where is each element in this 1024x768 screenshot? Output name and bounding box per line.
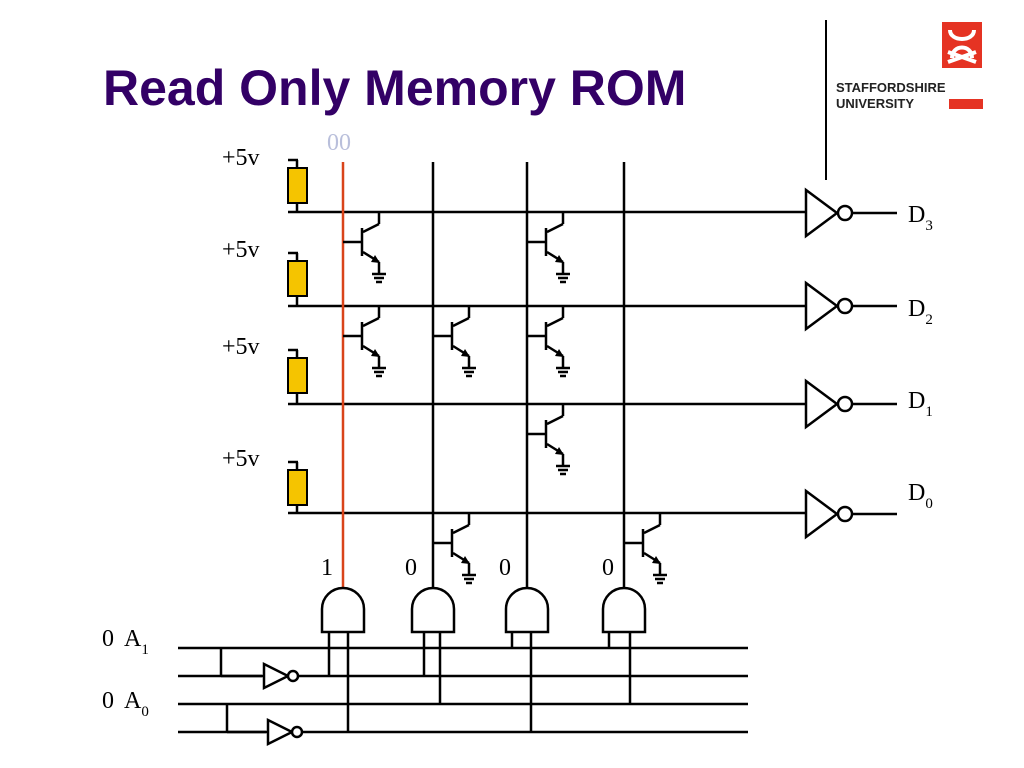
inverter-body xyxy=(262,661,291,691)
output-label-d2: D2 xyxy=(908,296,933,328)
supply-label-1: +5v xyxy=(222,334,260,360)
inverter-bubble xyxy=(286,669,300,683)
resistor-body xyxy=(287,167,308,204)
transistor-3 xyxy=(433,306,476,378)
output-label-d0: D0 xyxy=(908,480,933,512)
column-value-3: 0 xyxy=(602,555,614,581)
inverter-body xyxy=(804,280,840,332)
collector-leg xyxy=(362,316,380,328)
emitter-arrow xyxy=(555,349,564,357)
inverter-bubble xyxy=(836,204,854,222)
inverter-body xyxy=(804,488,840,540)
and-gate-0 xyxy=(320,586,366,634)
address-label: 00 xyxy=(327,130,351,156)
inverter-bubble xyxy=(836,505,854,523)
collector-leg xyxy=(362,222,380,234)
pull-up-resistor-3 xyxy=(287,460,308,513)
staffordshire-university-logo: STAFFORDSHIRE UNIVERSITY xyxy=(836,22,986,122)
resistor-body xyxy=(287,260,308,297)
collector-leg xyxy=(643,523,661,535)
collector-leg xyxy=(546,316,564,328)
transistor-5 xyxy=(527,404,570,476)
and-gate-3 xyxy=(601,586,647,634)
emitter-arrow xyxy=(461,349,470,357)
wires xyxy=(178,162,806,734)
logo-line-1: STAFFORDSHIRE xyxy=(836,80,946,95)
pull-up-resistor-0 xyxy=(287,158,308,212)
and-gate-body xyxy=(410,586,456,634)
collector-leg xyxy=(452,523,470,535)
pull-up-resistor-1 xyxy=(287,251,308,306)
output-inverter-1 xyxy=(804,280,897,332)
emitter-arrow xyxy=(371,349,380,357)
resistor-body xyxy=(287,469,308,506)
and-gate-body xyxy=(601,586,647,634)
logo-accent-bar xyxy=(949,99,983,109)
column-value-1: 0 xyxy=(405,555,417,581)
emitter-arrow xyxy=(652,556,661,564)
transistor-1 xyxy=(527,212,570,284)
emitter-arrow xyxy=(555,255,564,263)
output-inverter-3 xyxy=(804,488,897,540)
emitter-arrow xyxy=(461,556,470,564)
and-gate-body xyxy=(320,586,366,634)
supply-label-0: +5v xyxy=(222,446,260,472)
and-gate-body xyxy=(504,586,550,634)
pull-up-resistor-2 xyxy=(287,348,308,404)
emitter-arrow xyxy=(371,255,380,263)
transistor-6 xyxy=(433,513,476,585)
logo-line-2: UNIVERSITY xyxy=(836,96,915,111)
output-inverter-0 xyxy=(804,187,897,239)
and-gate-2 xyxy=(504,586,550,634)
input-inverter-0 xyxy=(262,661,300,691)
inverter-body xyxy=(804,187,840,239)
inverter-body xyxy=(266,717,295,747)
column-value-0: 1 xyxy=(321,555,333,581)
output-label-d1: D1 xyxy=(908,388,933,420)
input-inverter-1 xyxy=(266,717,304,747)
output-label-d3: D3 xyxy=(908,202,933,234)
logo-divider xyxy=(825,20,827,180)
transistor-4 xyxy=(527,306,570,378)
supply-label-3: +5v xyxy=(222,145,260,171)
collector-leg xyxy=(546,414,564,426)
components xyxy=(262,158,897,747)
supply-label-2: +5v xyxy=(222,237,260,263)
and-gate-1 xyxy=(410,586,456,634)
inverter-body xyxy=(804,378,840,430)
inverter-bubble xyxy=(836,395,854,413)
collector-leg xyxy=(546,222,564,234)
stafford-knot-crest-icon xyxy=(942,22,982,68)
resistor-body xyxy=(287,357,308,394)
inverter-bubble xyxy=(836,297,854,315)
collector-leg xyxy=(452,316,470,328)
emitter-arrow xyxy=(555,447,564,455)
output-inverter-2 xyxy=(804,378,897,430)
transistor-2 xyxy=(343,306,386,378)
transistor-0 xyxy=(343,212,386,284)
transistor-7 xyxy=(624,513,667,585)
slide-title: Read Only Memory ROM xyxy=(103,60,687,116)
inverter-bubble xyxy=(290,725,304,739)
labels: 00 +5v +5v +5v +5v D3 D2 D1 D0 1 0 0 0 0… xyxy=(102,130,933,720)
column-value-2: 0 xyxy=(499,555,511,581)
